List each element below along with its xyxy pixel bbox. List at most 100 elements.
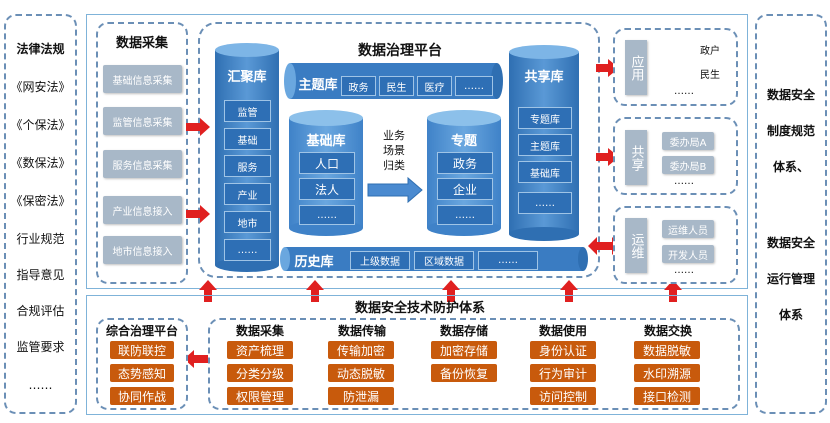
group-item: 接口检测	[634, 387, 700, 405]
ops-label: 运维	[625, 218, 647, 273]
flow-arrow	[367, 176, 423, 204]
huiju-item: ……	[224, 239, 271, 261]
group-title: 数据交换	[643, 324, 692, 338]
jichu-item: ……	[299, 205, 355, 225]
gongxiang-title: 共享库	[524, 70, 564, 85]
share-item: ……	[674, 176, 694, 187]
legal-item: 《个保法》	[10, 118, 71, 132]
jichu-item: 法人	[299, 178, 355, 200]
legal-item: 合规评估	[16, 304, 65, 318]
policy-line: 数据安全	[766, 88, 815, 102]
zhuanti-item: ……	[437, 205, 493, 225]
group-item: 分类分级	[227, 364, 293, 382]
flow-label-line: 归类	[383, 159, 405, 172]
group-item: 传输加密	[328, 341, 394, 359]
app-label: 应用	[625, 40, 647, 95]
collection-title: 数据采集	[115, 36, 168, 51]
legal-item: 《保密法》	[10, 194, 71, 208]
collection-item: 地市信息接入	[103, 236, 182, 264]
huiju-item: 服务	[224, 155, 271, 177]
zhuanti-title: 专题	[450, 134, 477, 149]
policy-panel: 数据安全 制度规范 体系、 数据安全 运行管理 体系	[755, 14, 827, 414]
policy-line: 数据安全	[766, 236, 815, 250]
collection-item: 服务信息采集	[103, 150, 182, 178]
gongxiang-item: 基础库	[518, 161, 572, 183]
share-item: 委办局A	[662, 132, 714, 150]
policy-line: 体系	[778, 308, 803, 322]
jichu-title: 基础库	[306, 134, 346, 149]
huiju-item: 产业	[224, 183, 271, 205]
gongxiang-item: 主题库	[518, 134, 572, 156]
ops-item: 开发人员	[662, 245, 714, 263]
app-item: ……	[674, 86, 694, 97]
flow-label-line: 场景	[383, 144, 405, 157]
legal-item: ……	[28, 378, 53, 392]
group-item: 访问控制	[530, 387, 596, 405]
collection-item: 基础信息采集	[103, 65, 182, 93]
share-item: 委办局B	[662, 156, 714, 174]
ops-item: ……	[674, 265, 694, 276]
app-item: 民生	[700, 70, 720, 81]
collection-item: 监管信息采集	[103, 107, 182, 135]
group-item: 加密存储	[431, 341, 497, 359]
policy-line: 体系、	[772, 160, 809, 174]
zhuanti-item: 企业	[437, 178, 493, 200]
red-arrow	[442, 280, 460, 302]
legal-panel: 法律法规 《网安法》 《个保法》 《数保法》 《保密法》 行业规范 指导意见 合…	[4, 14, 77, 414]
lishi-item: 区域数据	[414, 251, 474, 270]
huiju-title: 汇聚库	[227, 70, 267, 85]
lishi-item: ……	[478, 251, 538, 270]
red-arrow	[560, 280, 578, 302]
app-item: 政户	[700, 46, 720, 57]
jichu-item: 人口	[299, 152, 355, 174]
zhuti-item: 政务	[341, 76, 376, 96]
group-item: 水印溯源	[634, 364, 700, 382]
group-item: 防泄漏	[328, 387, 394, 405]
group-title: 数据存储	[439, 324, 488, 338]
group-item: 备份恢复	[431, 364, 497, 382]
gongxiang-item: 专题库	[518, 107, 572, 129]
group-item: 行为审计	[530, 364, 596, 382]
policy-line: 运行管理	[766, 272, 815, 286]
group-item: 数据脱敏	[634, 341, 700, 359]
legal-title: 法律法规	[16, 42, 65, 56]
legal-item: 行业规范	[16, 232, 65, 246]
legal-item: 《数保法》	[10, 156, 71, 170]
flow-label: 业务 场景 归类	[372, 128, 416, 173]
huiju-item: 监管	[224, 100, 271, 122]
top-frame	[86, 14, 748, 289]
policy-line: 制度规范	[766, 124, 815, 138]
zhuti-item: 医疗	[417, 76, 452, 96]
lishi-item: 上级数据	[350, 251, 410, 270]
platform-title: 数据治理平台	[358, 43, 442, 59]
legal-item: 《网安法》	[10, 80, 71, 94]
group-title: 数据使用	[538, 324, 587, 338]
integrated-item: 协同作战	[110, 387, 174, 405]
group-item: 权限管理	[227, 387, 293, 405]
red-arrow	[306, 280, 324, 302]
legal-item: 指导意见	[16, 268, 65, 282]
share-label: 共享	[625, 130, 647, 185]
flow-label-line: 业务	[383, 129, 405, 142]
red-arrow	[588, 237, 621, 255]
collection-item: 产业信息接入	[103, 196, 182, 224]
group-title: 数据传输	[337, 324, 386, 338]
zhuti-item: 民生	[379, 76, 414, 96]
legal-item: 监管要求	[16, 340, 65, 354]
red-arrow	[186, 118, 210, 136]
group-item: 动态脱敏	[328, 364, 394, 382]
legal-list: 法律法规 《网安法》 《个保法》 《数保法》 《保密法》 行业规范 指导意见 合…	[6, 16, 75, 412]
red-arrow	[664, 280, 682, 302]
red-arrow	[199, 280, 217, 302]
huiju-item: 基础	[224, 128, 271, 150]
zhuanti-item: 政务	[437, 152, 493, 174]
red-arrow	[186, 205, 210, 223]
integrated-item: 联防联控	[110, 341, 174, 359]
integrated-item: 态势感知	[110, 364, 174, 382]
lishi-title: 历史库	[294, 255, 334, 270]
zhuti-title: 主题库	[298, 78, 338, 93]
gongxiang-item: ……	[518, 192, 572, 214]
integrated-title: 综合治理平台	[105, 324, 178, 338]
security-frame	[86, 295, 748, 415]
security-title: 数据安全技术防护体系	[354, 301, 485, 316]
